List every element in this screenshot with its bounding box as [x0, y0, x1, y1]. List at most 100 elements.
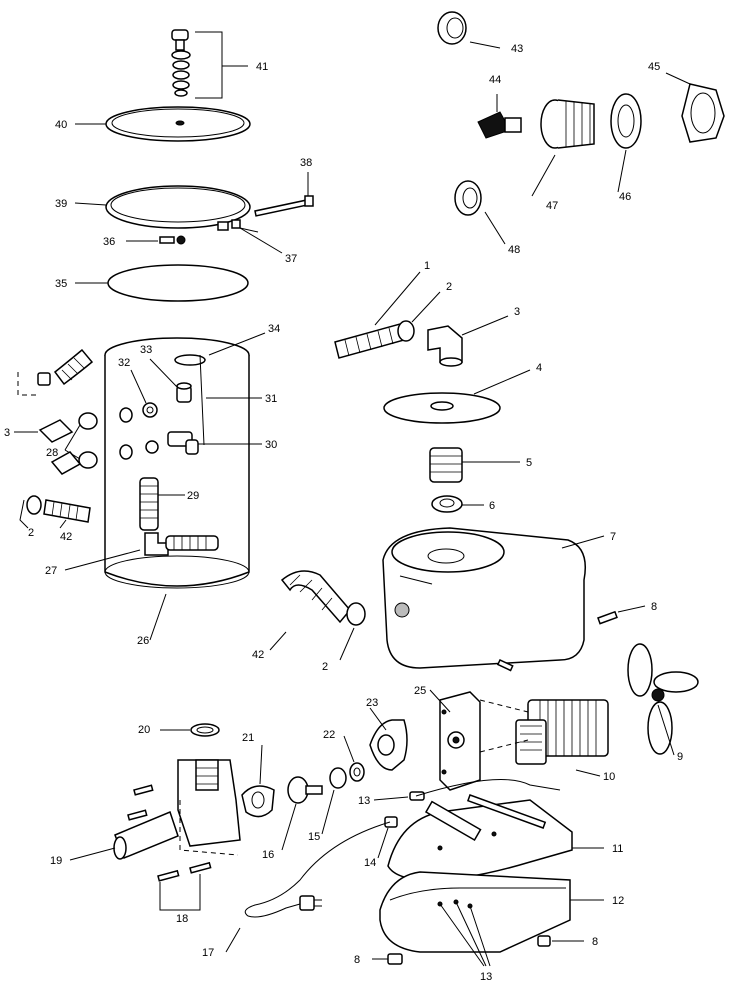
callout-25: 25 [414, 685, 426, 697]
part-42-hose-lower-left [43, 499, 91, 529]
callout-7: 7 [610, 531, 616, 543]
part-7-motor-housing [382, 527, 605, 669]
callout-10: 10 [603, 771, 615, 783]
callout-37: 37 [285, 253, 297, 265]
part-2-clamp-housing [339, 602, 366, 661]
part-29-hose [139, 477, 185, 531]
part-46-washer [610, 93, 642, 193]
callout-3-left: 3 [4, 427, 10, 439]
part-17-power-cord [225, 779, 561, 953]
part-20-gasket [160, 723, 220, 737]
part-8-screws-base [372, 935, 584, 965]
part-14-strain-relief [377, 816, 398, 859]
part-23-seal-plate [369, 707, 408, 771]
part-16-impeller-disc [281, 776, 323, 851]
part-11-base-plate [387, 794, 604, 881]
part-3-check-valves-left [14, 419, 82, 475]
callout-31: 31 [265, 393, 277, 405]
part-48-bushing [454, 180, 506, 245]
callout-35: 35 [55, 278, 67, 290]
part-13-base-screws [439, 901, 491, 967]
part-25-motor-bracket [429, 689, 481, 791]
part-31-float-rod [199, 354, 262, 446]
part-37-nut-washer [217, 219, 283, 254]
callout-3-top: 3 [514, 306, 520, 318]
part-5-coupling [429, 447, 520, 483]
callout-43: 43 [511, 43, 523, 55]
callout-38: 38 [300, 157, 312, 169]
callout-18: 18 [176, 913, 188, 925]
callout-40: 40 [55, 119, 67, 131]
callout-11: 11 [612, 843, 623, 855]
part-6-nut [431, 495, 484, 513]
callout-13-lower: 13 [480, 971, 492, 983]
upper-vent-hose [17, 348, 94, 396]
tank-side-ports [119, 407, 159, 460]
callout-27: 27 [45, 565, 57, 577]
part-15-washer [321, 767, 347, 835]
callout-22: 22 [323, 729, 335, 741]
callout-12: 12 [612, 895, 624, 907]
callout-29: 29 [187, 490, 199, 502]
callout-34: 34 [268, 323, 280, 335]
callout-20: 20 [138, 724, 150, 736]
callout-48: 48 [508, 244, 520, 256]
callout-33: 33 [140, 344, 152, 356]
callout-8-bottom-left: 8 [354, 954, 360, 966]
callout-16: 16 [262, 849, 274, 861]
part-44-strainer [477, 94, 522, 139]
callout-15: 15 [308, 831, 320, 843]
callout-45: 45 [648, 61, 660, 73]
part-3-elbow [427, 315, 509, 367]
part-36-screw [126, 235, 186, 245]
housing-screw-bottom [496, 659, 514, 672]
part-19-pump-body [69, 759, 241, 861]
callout-28: 28 [46, 447, 58, 459]
part-32-grommet [130, 369, 158, 418]
callout-17: 17 [202, 947, 214, 959]
callout-26: 26 [137, 635, 149, 647]
callout-14: 14 [364, 857, 376, 869]
part-2-hose-clamp [397, 291, 441, 342]
callout-41: 41 [256, 61, 268, 73]
callout-23: 23 [366, 697, 378, 709]
callout-2-middle: 2 [322, 661, 328, 673]
callout-21: 21 [242, 732, 254, 744]
part-2-clamp-lower-left [19, 495, 42, 529]
callout-36: 36 [103, 236, 115, 248]
callout-6: 6 [489, 500, 495, 512]
part-47-bulkhead-fitting [531, 99, 595, 197]
part-22-seal [343, 735, 365, 782]
part-1-hose [334, 271, 421, 359]
part-9-fan-blade [627, 643, 699, 756]
callout-32: 32 [118, 357, 130, 369]
part-4-baffle-plate [383, 369, 531, 424]
callout-4: 4 [536, 362, 542, 374]
part-35-gasket [75, 264, 249, 302]
part-45-nut [665, 72, 725, 143]
part-34-inlet-opening [174, 332, 266, 366]
callout-labels: 41 40 38 39 36 37 35 34 33 32 31 3 30 28… [4, 43, 683, 983]
callout-1: 1 [424, 260, 430, 272]
part-8-screw-housing [597, 605, 646, 625]
callout-9: 9 [677, 751, 683, 763]
callout-8-bottom-right: 8 [592, 936, 598, 948]
callout-44: 44 [489, 74, 501, 86]
part-12-base-cover [379, 871, 604, 953]
part-40-lid [75, 106, 251, 142]
callout-30: 30 [265, 439, 277, 451]
part-18-pump-screws [127, 784, 212, 911]
callout-42-left: 42 [60, 531, 72, 543]
part-26-tank [104, 337, 250, 641]
part-39-clamp-band [74, 185, 251, 229]
part-42-discharge-hose [269, 570, 351, 651]
callout-46: 46 [619, 191, 631, 203]
part-30-elbow-fitting [167, 431, 262, 455]
part-27-intake-pipe [64, 532, 219, 571]
part-43-cap [437, 11, 501, 49]
callout-19: 19 [50, 855, 62, 867]
part-21-impeller [241, 744, 275, 818]
part-33-elbow-fitting [149, 358, 192, 403]
callout-5: 5 [526, 457, 532, 469]
